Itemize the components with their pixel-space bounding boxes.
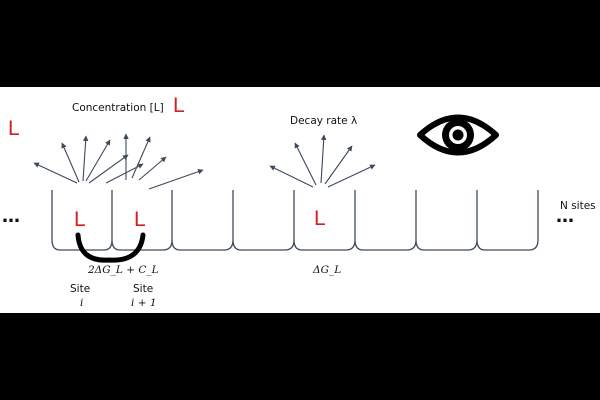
escape-arrows-middle [269, 134, 376, 188]
bound-ligand-site-i: L [74, 208, 86, 231]
potential-well-curve [51, 190, 539, 251]
free-ligand-2: L [173, 94, 185, 117]
ellipsis-left: … [2, 206, 20, 227]
diagram-panel [0, 87, 600, 313]
escape-arrows-left [33, 133, 204, 190]
interaction-energy-label: 2ΔG_L + C_L [87, 264, 159, 276]
interaction-bond [75, 232, 146, 263]
bound-ligand-middle: L [314, 207, 326, 230]
bound-ligand-site-i1: L [134, 208, 146, 231]
free-ligand-1: L [8, 117, 20, 140]
concentration-label: Concentration [L] [72, 102, 164, 114]
binding-energy-label: ΔG_L [312, 264, 341, 276]
ellipsis-right: … [556, 206, 574, 227]
site-i-index: i [80, 297, 83, 309]
eye-icon [417, 114, 499, 156]
site-i1-index: i + 1 [131, 297, 157, 309]
n-sites-label: N sites [560, 200, 596, 212]
decay-rate-label: Decay rate λ [290, 115, 357, 127]
site-i1-word: Site [133, 283, 153, 295]
site-i-word: Site [70, 283, 90, 295]
